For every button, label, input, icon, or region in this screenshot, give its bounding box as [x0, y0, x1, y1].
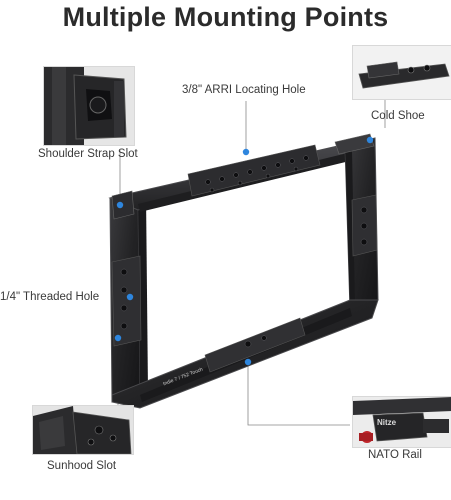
nato-rail-label: NATO Rail	[368, 449, 422, 461]
arri-marker	[242, 148, 250, 156]
shoulder-strap-closeup	[43, 66, 135, 146]
left-side-holes	[120, 268, 128, 330]
nato-marker	[244, 358, 252, 366]
accent-markers	[114, 136, 374, 366]
bottom-boss-holes	[244, 335, 267, 348]
cold-shoe-closeup	[352, 45, 451, 100]
nato-rail-closeup	[352, 396, 451, 448]
page-title: Multiple Mounting Points	[62, 2, 389, 32]
top-plate-holes	[205, 155, 309, 193]
right-side-holes	[360, 206, 368, 246]
cold-shoe-marker	[366, 136, 374, 144]
sunhood-slot-closeup	[32, 405, 134, 455]
sunhood-marker	[114, 334, 122, 342]
shoulder-strap-marker	[116, 201, 124, 209]
cold-shoe-label: Cold Shoe	[371, 110, 425, 122]
nato-brand-engraving: Nitze	[377, 418, 397, 427]
threaded-hole-label: 1/4" Threaded Hole	[0, 291, 100, 303]
cage-frame	[108, 133, 379, 409]
threaded-hole-marker	[126, 293, 134, 301]
shoulder-strap-label: Shoulder Strap Slot	[38, 148, 138, 160]
arri-hole-label: 3/8" ARRI Locating Hole	[182, 84, 306, 96]
sunhood-slot-label: Sunhood Slot	[47, 460, 117, 472]
